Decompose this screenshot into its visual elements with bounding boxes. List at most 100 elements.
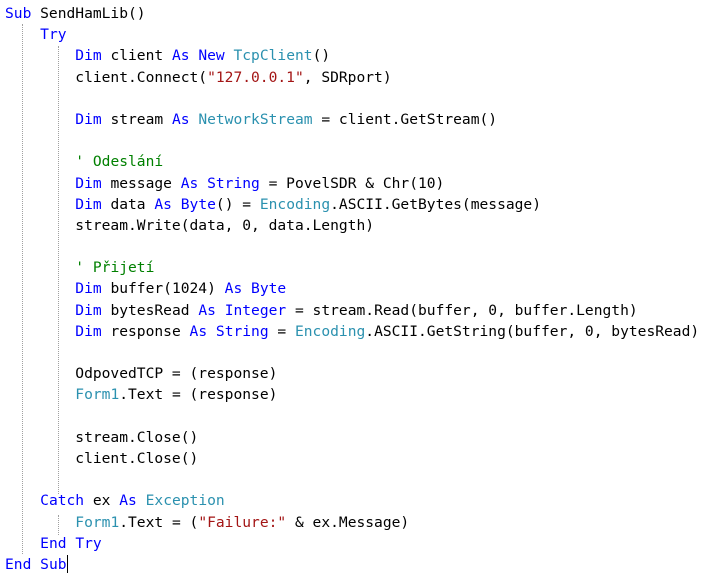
- code-token-plain: [5, 47, 75, 64]
- code-token-plain: () =: [215, 195, 260, 213]
- code-token-keyword: As: [224, 280, 243, 298]
- indent-guide: [58, 46, 59, 494]
- code-token-plain: client.Close(): [5, 449, 199, 467]
- code-line[interactable]: Dim message As String = PovelSDR & Chr(1…: [5, 173, 699, 194]
- code-line[interactable]: stream.Write(data, 0, data.Length): [5, 215, 699, 236]
- code-token-type: Encoding: [294, 322, 366, 340]
- code-token-type: NetworkStream: [198, 110, 313, 128]
- code-line[interactable]: Dim stream As NetworkStream = client.Get…: [5, 109, 699, 130]
- code-token-keyword: Dim: [75, 301, 102, 319]
- code-line[interactable]: End Sub: [5, 554, 699, 575]
- code-token-keyword: New: [198, 47, 225, 65]
- code-token-keyword: As: [189, 322, 208, 340]
- code-token-type: Form1: [75, 386, 120, 404]
- code-token-plain: [5, 196, 75, 213]
- code-token-keyword: String: [215, 322, 269, 340]
- code-token-keyword: Dim: [75, 110, 102, 128]
- code-token-plain: SendHamLib(): [31, 5, 146, 22]
- code-line[interactable]: End Try: [5, 533, 699, 554]
- code-token-keyword: End: [40, 534, 67, 552]
- code-token-plain: = stream.Read(buffer, 0, buffer.Length): [286, 301, 638, 319]
- code-token-keyword: Try: [75, 534, 102, 552]
- code-token-plain: [5, 259, 75, 276]
- code-token-keyword: Integer: [224, 301, 287, 319]
- code-token-plain: OdpovedTCP = (response): [5, 365, 278, 383]
- code-token-plain: [5, 26, 40, 43]
- code-token-plain: .Text = (response): [119, 386, 278, 404]
- code-token-keyword: End: [5, 555, 32, 573]
- code-token-keyword: As: [171, 110, 190, 128]
- code-token-type: Encoding: [259, 195, 331, 213]
- code-token-plain: [216, 302, 225, 319]
- code-line[interactable]: [5, 342, 699, 363]
- code-token-keyword: Sub: [40, 555, 67, 573]
- code-line[interactable]: [5, 406, 699, 427]
- code-token-plain: [5, 175, 75, 192]
- code-token-keyword: Byte: [180, 195, 216, 213]
- code-token-plain: , SDRport): [303, 68, 392, 86]
- code-line[interactable]: ' Odeslání: [5, 151, 699, 172]
- code-token-keyword: Dim: [75, 47, 102, 65]
- code-token-comment: ' Přijetí: [75, 259, 155, 277]
- code-token-plain: client: [101, 47, 172, 65]
- code-line[interactable]: [5, 469, 699, 490]
- code-line[interactable]: Form1.Text = (response): [5, 384, 699, 405]
- code-token-plain: .ASCII.GetString(buffer, 0, bytesRead): [365, 322, 700, 340]
- code-token-plain: ex: [84, 492, 120, 510]
- code-token-keyword: Dim: [75, 195, 102, 213]
- code-token-plain: [67, 535, 76, 552]
- code-line[interactable]: stream.Close(): [5, 427, 699, 448]
- code-line[interactable]: Form1.Text = ("Failure:" & ex.Message): [5, 512, 699, 533]
- code-token-keyword: Byte: [251, 280, 287, 298]
- code-token-keyword: Try: [40, 26, 67, 44]
- code-line[interactable]: client.Connect("127.0.0.1", SDRport): [5, 67, 699, 88]
- code-token-type: Exception: [145, 492, 225, 510]
- code-token-plain: & ex.Message): [286, 513, 410, 531]
- code-line[interactable]: [5, 88, 699, 109]
- code-token-keyword: As: [154, 195, 172, 213]
- code-line[interactable]: Sub SendHamLib(): [5, 3, 699, 24]
- code-line[interactable]: ' Přijetí: [5, 257, 699, 278]
- code-token-plain: = PovelSDR & Chr(10): [259, 174, 445, 192]
- code-token-keyword: Dim: [75, 174, 102, 192]
- code-line[interactable]: Dim response As String = Encoding.ASCII.…: [5, 321, 699, 342]
- code-line[interactable]: Dim data As Byte() = Encoding.ASCII.GetB…: [5, 194, 699, 215]
- code-token-plain: .Text = (: [119, 513, 199, 531]
- code-line[interactable]: [5, 130, 699, 151]
- code-line[interactable]: Catch ex As Exception: [5, 490, 699, 511]
- code-token-plain: .ASCII.GetBytes(message): [330, 195, 542, 213]
- code-token-plain: [5, 323, 75, 340]
- code-token-plain: [5, 280, 75, 297]
- code-token-plain: [5, 535, 40, 552]
- code-token-type: TcpClient: [233, 47, 313, 65]
- code-token-keyword: As: [180, 174, 199, 192]
- code-token-plain: [5, 492, 40, 509]
- code-token-plain: [190, 111, 199, 128]
- code-token-plain: buffer(1024): [101, 280, 225, 298]
- code-line[interactable]: [5, 236, 699, 257]
- code-text[interactable]: Sub SendHamLib() Try Dim client As New T…: [5, 3, 699, 575]
- code-token-plain: [198, 175, 207, 192]
- code-token-keyword: Dim: [75, 322, 102, 340]
- indent-guide: [58, 515, 59, 535]
- code-line[interactable]: Dim bytesRead As Integer = stream.Read(b…: [5, 300, 699, 321]
- code-token-plain: message: [101, 174, 181, 192]
- code-line[interactable]: Dim client As New TcpClient(): [5, 45, 699, 66]
- code-token-string: "Failure:": [198, 513, 287, 531]
- code-token-keyword: As: [119, 492, 137, 510]
- code-token-plain: [172, 196, 181, 213]
- code-token-keyword: Dim: [75, 280, 102, 298]
- code-token-keyword: Sub: [5, 5, 32, 22]
- code-token-plain: [242, 280, 251, 297]
- code-line[interactable]: OdpovedTCP = (response): [5, 363, 699, 384]
- code-token-plain: stream.Write(data, 0, data.Length): [5, 216, 375, 234]
- code-token-plain: response: [101, 322, 190, 340]
- code-token-plain: =: [268, 322, 295, 340]
- code-line[interactable]: client.Close(): [5, 448, 699, 469]
- code-token-keyword: Catch: [40, 492, 85, 510]
- code-token-plain: [190, 47, 199, 64]
- code-line[interactable]: Dim buffer(1024) As Byte: [5, 278, 699, 299]
- code-token-keyword: As: [198, 301, 216, 319]
- code-line[interactable]: Try: [5, 24, 699, 45]
